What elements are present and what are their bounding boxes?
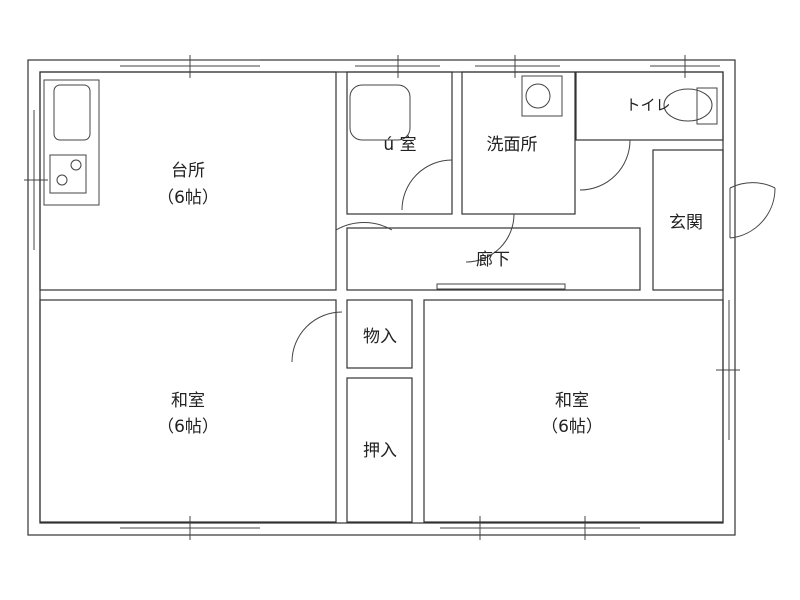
kitchen-label: 台所: [171, 161, 205, 181]
storage: [346, 299, 413, 369]
hallway-step: [436, 283, 566, 290]
washroom: [461, 71, 576, 215]
japanese-room-left-size: （6帖）: [157, 417, 219, 437]
bath: [346, 71, 453, 215]
wash-basin: [521, 75, 563, 117]
basin-icon: [525, 83, 551, 109]
kitchen: [39, 71, 337, 291]
bath-label: ú 室: [383, 135, 416, 155]
japanese-room-left-label: 和室: [171, 391, 205, 411]
closet: [346, 377, 413, 523]
toilet-icon: [663, 88, 713, 122]
stove-icon: [49, 154, 87, 194]
doors: [291, 139, 776, 363]
japanese-room-right: [423, 299, 724, 523]
japanese-room-right-label: 和室: [555, 391, 589, 411]
japanese-room-right-size: （6帖）: [541, 417, 603, 437]
closet-label: 押入: [363, 441, 397, 461]
sink-icon: [53, 84, 91, 141]
kitchen-size: （6帖）: [157, 188, 219, 208]
bathtub-icon: [349, 84, 411, 141]
kitchen-counter: [43, 79, 100, 206]
washroom-label: 洗面所: [487, 135, 538, 155]
japanese-room-left: [39, 299, 337, 523]
windows: [24, 55, 740, 540]
hallway-label: 廊下: [476, 250, 510, 270]
entrance-label: 玄関: [669, 213, 703, 233]
hallway: [346, 227, 641, 291]
toilet-label: トイレ: [625, 96, 670, 114]
outer-wall: [27, 59, 736, 536]
storage-label: 物入: [363, 327, 397, 347]
toilet: [575, 71, 724, 141]
entrance: [652, 149, 724, 291]
